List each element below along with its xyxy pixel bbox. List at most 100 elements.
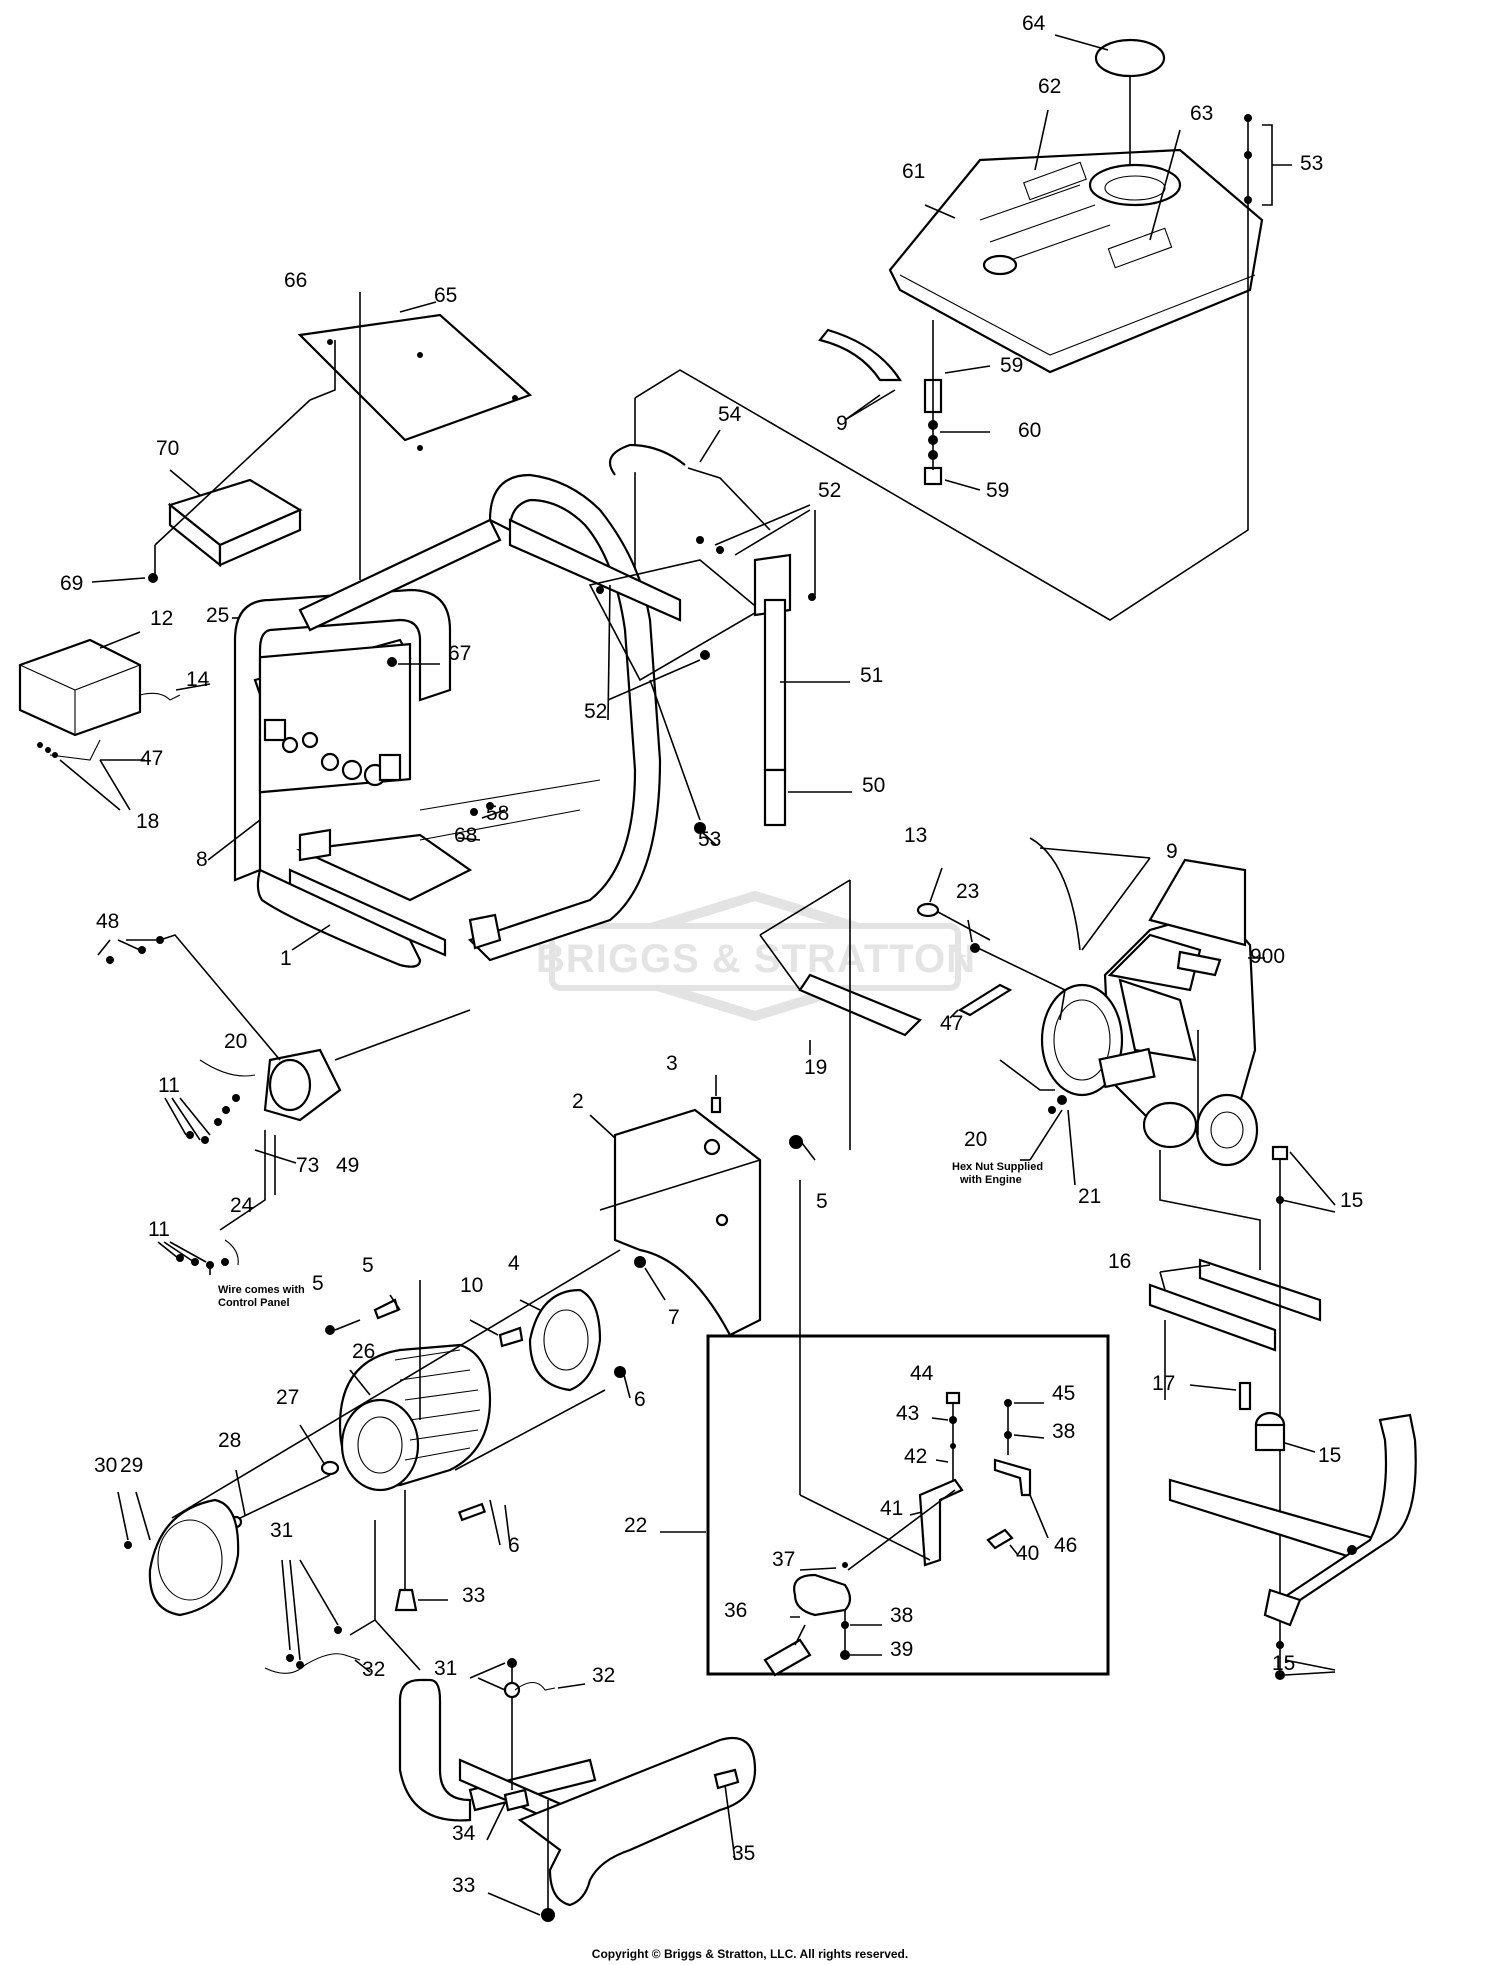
part-label-47a: 47 [140, 747, 163, 770]
part-label-7: 7 [668, 1306, 680, 1329]
alternator-assembly [117, 1075, 816, 1674]
generator-frame [207, 429, 852, 968]
copyright-footer: Copyright © Briggs & Stratton, LLC. All … [592, 1947, 908, 1961]
part-label-66: 66 [284, 269, 307, 292]
part-label-34: 34 [452, 1822, 476, 1845]
part-label-5b: 5 [362, 1254, 374, 1277]
part-label-54: 54 [718, 403, 742, 426]
part-label-30: 30 [94, 1454, 117, 1477]
part-label-40: 40 [1016, 1542, 1039, 1565]
part-label-33a: 33 [462, 1584, 485, 1607]
part-label-2: 2 [572, 1090, 584, 1113]
part-label-13: 13 [904, 824, 927, 847]
part-label-4: 4 [508, 1252, 520, 1275]
part-label-51: 51 [860, 664, 883, 687]
part-label-18: 18 [136, 810, 159, 833]
part-label-70: 70 [156, 437, 179, 460]
part-label-17: 17 [1152, 1372, 1175, 1395]
part-label-59a: 59 [1000, 354, 1023, 377]
part-label-5c: 5 [312, 1272, 324, 1295]
part-label-11a: 11 [158, 1074, 180, 1097]
part-label-6a: 6 [634, 1388, 646, 1411]
part-label-900: 900 [1250, 945, 1285, 968]
part-label-31a: 31 [270, 1519, 293, 1542]
part-label-44: 44 [910, 1362, 934, 1385]
part-label-19: 19 [804, 1056, 827, 1079]
part-label-28: 28 [218, 1429, 241, 1452]
part-label-39: 39 [890, 1638, 913, 1661]
part-label-49: 49 [336, 1154, 359, 1177]
handle-assembly [374, 1619, 757, 1922]
part-label-36: 36 [724, 1599, 747, 1622]
part-label-33b: 33 [452, 1874, 475, 1897]
part-label-59b: 59 [986, 479, 1009, 502]
part-label-26: 26 [352, 1340, 375, 1363]
part-label-25: 25 [206, 604, 229, 627]
part-label-20a: 20 [224, 1030, 247, 1053]
part-label-1: 1 [280, 947, 292, 970]
part-label-63: 63 [1190, 102, 1213, 125]
part-label-67: 67 [448, 642, 471, 665]
part-label-15a: 15 [1340, 1189, 1363, 1212]
part-label-27: 27 [276, 1386, 299, 1409]
part-label-68: 68 [454, 824, 477, 847]
part-label-52a: 52 [818, 479, 841, 502]
part-label-31b: 31 [434, 1657, 457, 1680]
hex-nut-note-line2: with Engine [959, 1174, 1022, 1186]
part-label-64: 64 [1022, 12, 1046, 35]
part-label-50: 50 [862, 774, 885, 797]
receptacle-connector [97, 934, 471, 1275]
part-label-32b: 32 [592, 1664, 615, 1687]
part-label-32a: 32 [362, 1658, 385, 1681]
watermark-text: BRIGGS & STRATTON [536, 937, 976, 981]
part-label-20b: 20 [964, 1128, 987, 1151]
part-label-38a: 38 [1052, 1420, 1075, 1443]
part-label-43: 43 [896, 1402, 919, 1425]
hex-nut-note-line1: Hex Nut Supplied [952, 1161, 1043, 1173]
part-label-21: 21 [1078, 1185, 1101, 1208]
part-label-29: 29 [120, 1454, 143, 1477]
part-label-48: 48 [96, 910, 119, 933]
part-label-14: 14 [186, 668, 210, 691]
part-label-12: 12 [150, 607, 173, 630]
part-label-9b: 9 [1166, 840, 1178, 863]
part-label-9a: 9 [836, 412, 848, 435]
wire-note-line1: Wire comes with [218, 1284, 305, 1296]
part-label-22: 22 [624, 1514, 647, 1537]
briggs-stratton-watermark: BRIGGS & STRATTON [536, 890, 976, 1022]
part-label-38b: 38 [890, 1604, 913, 1627]
fuel-tank-assembly [634, 34, 1292, 720]
part-label-5a: 5 [816, 1190, 828, 1213]
part-label-3: 3 [666, 1052, 678, 1075]
part-label-37: 37 [772, 1548, 795, 1571]
part-label-15b: 15 [1318, 1444, 1341, 1467]
part-label-61: 61 [902, 160, 925, 183]
part-label-47b: 47 [940, 1012, 963, 1035]
part-label-60: 60 [1018, 419, 1041, 442]
wire-note-line2: Control Panel [218, 1297, 290, 1309]
part-label-73: 73 [296, 1154, 319, 1177]
detail-box-22 [660, 1180, 1110, 1677]
part-label-69: 69 [60, 572, 83, 595]
part-label-24: 24 [230, 1194, 254, 1217]
part-label-45: 45 [1052, 1382, 1075, 1405]
part-label-15c: 15 [1272, 1652, 1295, 1675]
part-label-46: 46 [1054, 1534, 1077, 1557]
part-label-52b: 52 [584, 700, 607, 723]
part-label-53a: 53 [1300, 152, 1323, 175]
part-label-58: 58 [486, 802, 509, 825]
part-label-8: 8 [196, 848, 208, 871]
control-panel-cover [18, 292, 533, 811]
part-label-6b: 6 [508, 1534, 520, 1557]
part-label-35: 35 [732, 1842, 755, 1865]
part-label-53b: 53 [698, 828, 721, 851]
engine-assembly [759, 837, 1417, 1680]
part-label-42: 42 [904, 1445, 927, 1468]
part-label-11b: 11 [148, 1218, 170, 1241]
part-label-23: 23 [956, 880, 979, 903]
part-label-41: 41 [880, 1497, 903, 1520]
part-label-10: 10 [460, 1274, 483, 1297]
part-label-62: 62 [1038, 75, 1061, 98]
